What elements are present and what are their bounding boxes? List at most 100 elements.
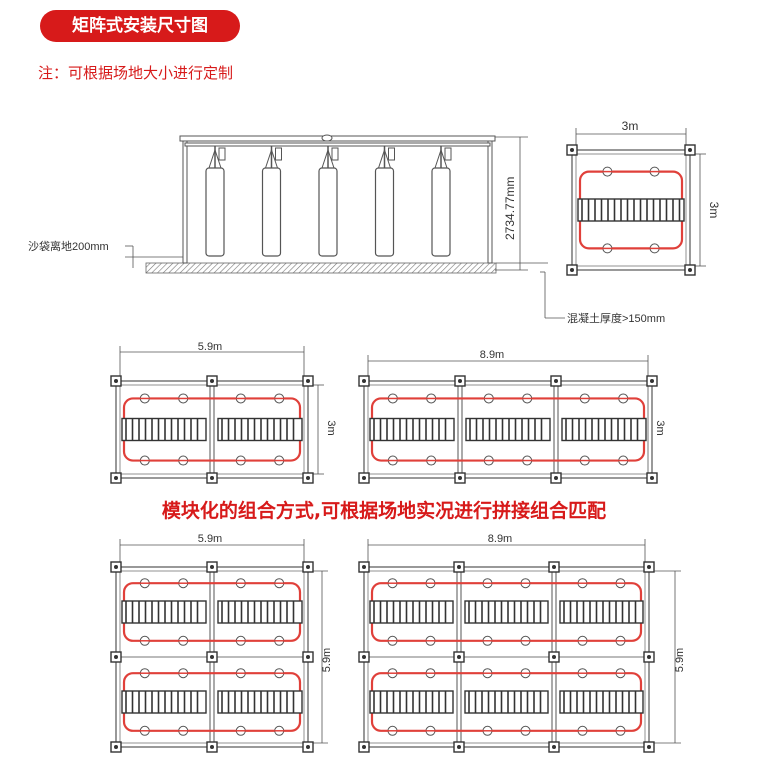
module-triple-width-label: 8.9m xyxy=(480,349,504,361)
module-triple-depth-label: 3m xyxy=(654,420,666,435)
joint-bolt xyxy=(554,476,558,480)
punching-bag xyxy=(374,167,395,257)
bag-strap xyxy=(265,148,278,169)
module-double-2row xyxy=(110,539,328,753)
bag-mount xyxy=(388,147,395,161)
joint-bolt xyxy=(114,655,118,659)
joint-bolt xyxy=(570,148,574,152)
joint-bolt xyxy=(552,565,556,569)
module-triple-2row-width-label: 8.9m xyxy=(488,533,512,545)
ladder-beam xyxy=(559,690,644,714)
joint-bolt xyxy=(552,655,556,659)
joint-bolt xyxy=(114,379,118,383)
module-double-depth-label: 3m xyxy=(325,420,337,435)
concrete-thickness-label: 混凝土厚度>150mm xyxy=(567,311,665,325)
module-double-2row-depth-label: 5.9m xyxy=(321,648,333,672)
joint-bolt xyxy=(306,655,310,659)
ladder-beam xyxy=(465,417,551,442)
frame-post-right xyxy=(487,136,493,264)
joint-bolt xyxy=(210,745,214,749)
joint-bolt xyxy=(362,745,366,749)
joint-bolt xyxy=(457,745,461,749)
ladder-beam xyxy=(369,600,454,624)
joint-bolt xyxy=(457,565,461,569)
joint-bolt xyxy=(114,565,118,569)
outer-frame xyxy=(571,149,691,271)
joint-bolt xyxy=(554,379,558,383)
joint-bolt xyxy=(306,745,310,749)
joint-bolt xyxy=(647,655,651,659)
joint-bolt xyxy=(570,268,574,272)
joint-bolt xyxy=(362,655,366,659)
ladder-beam xyxy=(464,690,549,714)
module-single xyxy=(566,128,706,276)
bag-strap xyxy=(208,148,222,169)
joint-bolt xyxy=(457,655,461,659)
ground-slab xyxy=(145,262,497,274)
joint-bolt xyxy=(306,476,310,480)
ladder-beam xyxy=(121,690,207,714)
joint-bolt xyxy=(458,379,462,383)
bag-strap xyxy=(321,148,335,169)
ladder-beam xyxy=(561,417,647,442)
bag-clearance-label: 沙袋离地200mm xyxy=(28,239,109,253)
module-triple-2row-depth-label: 5.9m xyxy=(674,648,686,672)
joint-bolt xyxy=(688,268,692,272)
ladder-beam xyxy=(464,600,549,624)
module-double-width-label: 5.9m xyxy=(198,341,222,353)
joint-bolt xyxy=(552,745,556,749)
joint-bolt xyxy=(458,476,462,480)
punching-bag xyxy=(318,167,338,257)
ladder-beam xyxy=(369,417,455,442)
joint-bolt xyxy=(647,565,651,569)
joint-bolt xyxy=(210,379,214,383)
joint-bolt xyxy=(362,379,366,383)
joint-bolt xyxy=(688,148,692,152)
frame-post-left xyxy=(182,136,188,264)
joint-bolt xyxy=(362,476,366,480)
ladder-beam xyxy=(577,198,685,222)
joint-bolt xyxy=(650,476,654,480)
joint-bolt xyxy=(362,565,366,569)
outer-frame xyxy=(363,380,653,479)
lower-beam xyxy=(184,142,491,147)
bag-strap xyxy=(378,148,391,169)
module-triple-2row xyxy=(358,539,681,753)
punching-bag xyxy=(205,167,225,257)
customization-note: 注：可根据场地大小进行定制 xyxy=(38,64,234,82)
ladder-beam xyxy=(559,600,644,624)
beam-clamp xyxy=(321,134,333,142)
title-banner: 矩阵式安装尺寸图 xyxy=(40,10,240,42)
modular-heading: 模块化的组合方式,可根据场地实况进行拼接组合匹配 xyxy=(161,500,607,522)
joint-bolt xyxy=(114,476,118,480)
ladder-beam xyxy=(121,600,207,624)
inner-frame xyxy=(367,384,649,475)
joint-bolt xyxy=(306,379,310,383)
bag-mount xyxy=(275,147,282,161)
module-double-2row-width-label: 5.9m xyxy=(198,533,222,545)
punching-bag xyxy=(431,167,451,257)
module-triple xyxy=(358,355,658,484)
bag-mount xyxy=(444,147,452,161)
joint-bolt xyxy=(210,565,214,569)
ladder-beam xyxy=(217,690,303,714)
bag-strap xyxy=(434,148,448,169)
module-single-depth-label: 3m xyxy=(707,202,721,219)
joint-bolt xyxy=(647,745,651,749)
module-double xyxy=(110,346,324,484)
side-view-elevation xyxy=(125,134,565,319)
ladder-beam xyxy=(121,417,207,442)
joint-bolt xyxy=(306,565,310,569)
punching-bag xyxy=(261,167,282,257)
bag-mount xyxy=(218,147,226,161)
joint-bolt xyxy=(210,655,214,659)
joint-bolt xyxy=(210,476,214,480)
bag-mount xyxy=(331,147,339,161)
joint-bolt xyxy=(650,379,654,383)
height-dimension-label: 2734.77mm xyxy=(503,177,517,240)
inner-frame xyxy=(575,153,687,267)
top-beam xyxy=(179,135,496,142)
module-single-width-label: 3m xyxy=(622,119,639,133)
ladder-beam xyxy=(217,417,303,442)
